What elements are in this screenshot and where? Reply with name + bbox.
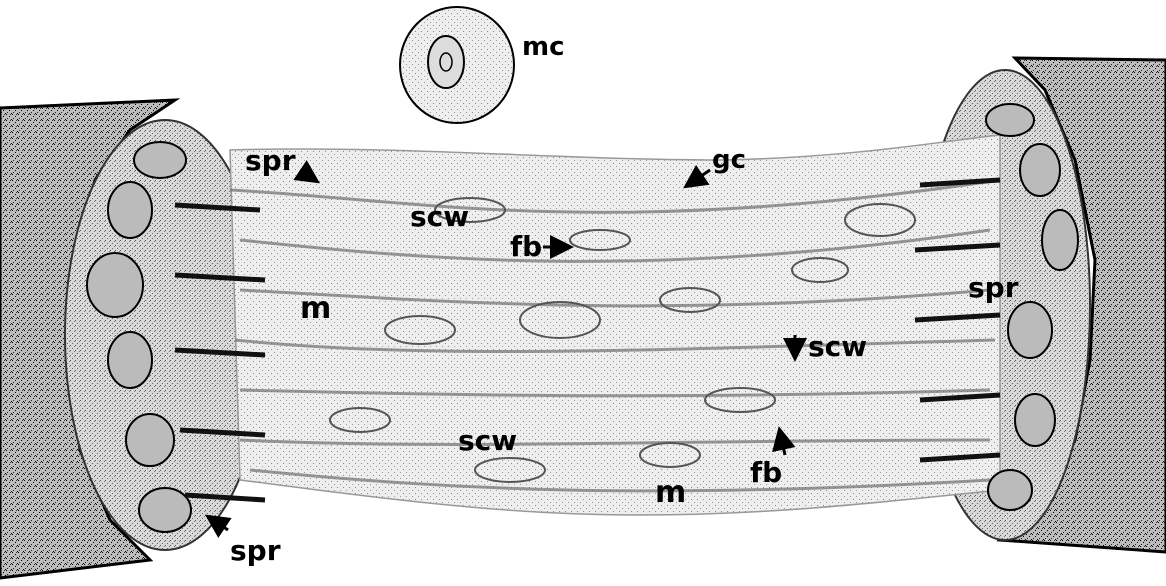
- label-spr-bottom-left: spr: [230, 534, 281, 567]
- label-m-bottom: m: [655, 475, 686, 510]
- mast-cell: [400, 7, 514, 123]
- suture-matrix: [230, 135, 1000, 515]
- label-spr-top-left: spr: [245, 144, 296, 177]
- label-gc: gc: [712, 145, 746, 175]
- label-scw-top: scw: [410, 200, 469, 233]
- label-fb-top: fb: [510, 230, 542, 263]
- label-scw-center: scw: [458, 424, 517, 457]
- label-fb-bottom: fb: [750, 456, 782, 489]
- label-m-left: m: [300, 291, 331, 326]
- label-scw-right: scw: [808, 330, 867, 363]
- label-mc: mc: [522, 32, 565, 62]
- label-spr-right: spr: [968, 271, 1019, 304]
